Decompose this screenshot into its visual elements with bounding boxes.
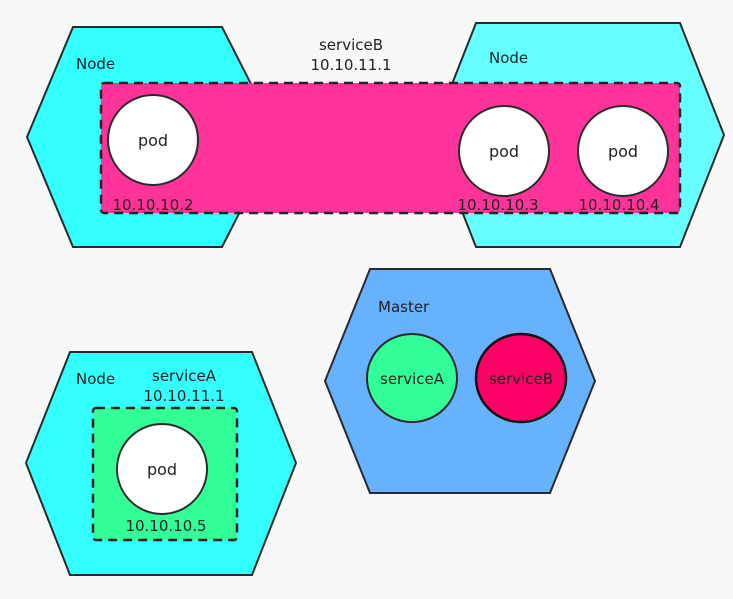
pod-circle [577,105,669,197]
master-node: Master serviceA serviceB [323,268,597,494]
master-label: Master [378,298,430,316]
pod-label: pod [608,142,638,161]
pod-ip: 10.10.10.2 [112,196,193,214]
master-serviceA-label: serviceA [380,370,445,388]
pod-circle [107,94,199,186]
serviceA-name: serviceA [152,367,217,385]
pod-10-10-10-2: pod 10.10.10.2 [107,94,199,214]
pod-circle [458,105,550,197]
serviceB-name: serviceB [319,36,383,54]
master-serviceA-circle [366,333,458,423]
pod-label: pod [489,142,519,161]
pod-circle [116,423,208,515]
node-top-left-label: Node [76,55,115,73]
master-serviceB-circle [474,332,568,424]
pod-ip: 10.10.10.3 [457,196,538,214]
pod-ip: 10.10.10.5 [125,517,206,535]
master-serviceB-label: serviceB [489,370,553,388]
serviceB-ip: 10.10.11.1 [310,56,391,74]
node-top-right-label: Node [489,49,528,67]
master-hexagon [323,268,597,494]
serviceA-ip: 10.10.11.1 [143,387,224,405]
pod-label: pod [147,460,177,479]
pod-10-10-10-5: pod 10.10.10.5 [116,423,208,535]
pod-10-10-10-3: pod 10.10.10.3 [457,105,550,214]
pod-label: pod [138,131,168,150]
pod-ip: 10.10.10.4 [578,196,659,214]
pod-10-10-10-4: pod 10.10.10.4 [577,105,669,214]
node-bottom-left-label: Node [76,370,115,388]
